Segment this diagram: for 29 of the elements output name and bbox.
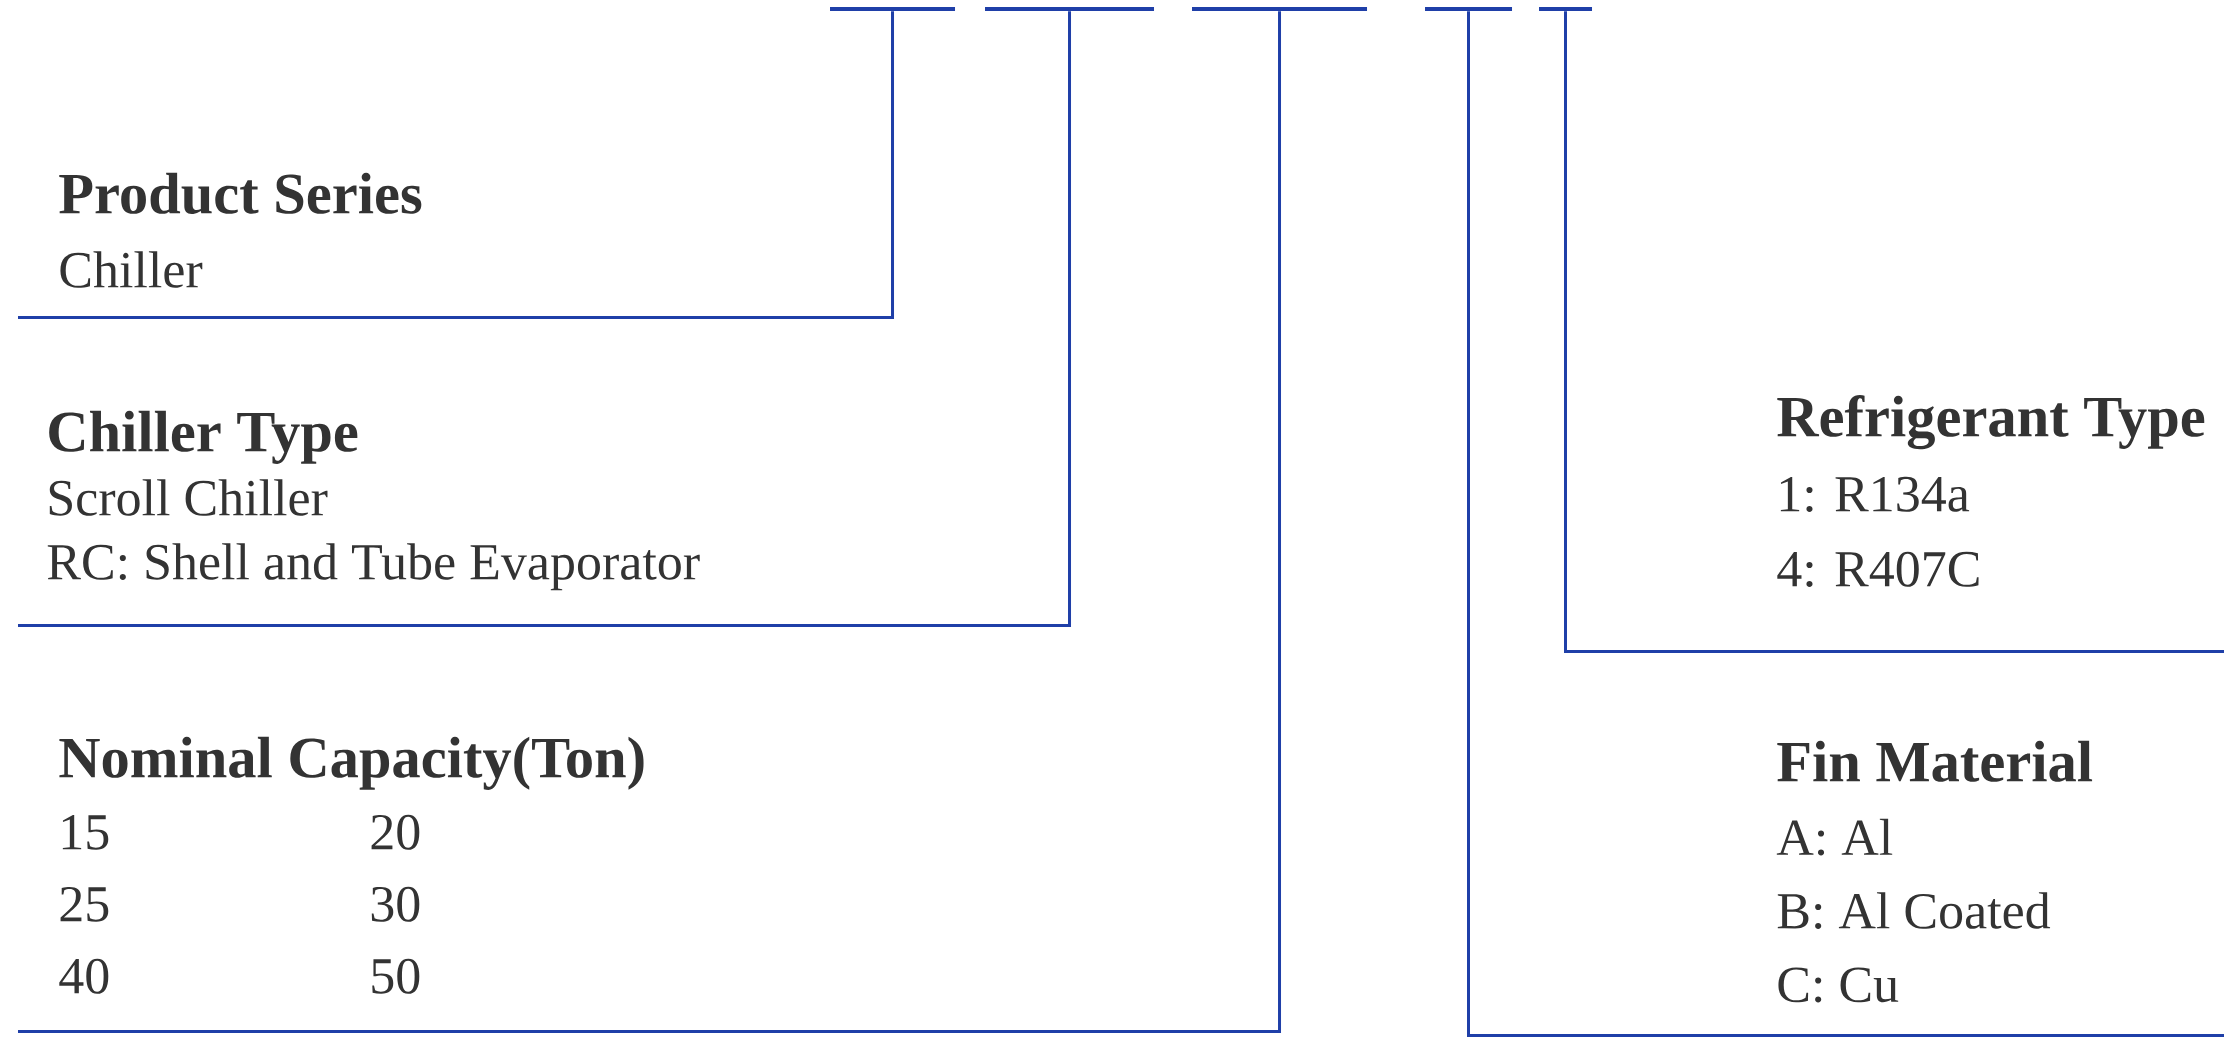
option-text: 15 [62,814,109,850]
section-heading: Chiller Type [49,410,358,464]
leader-line [1564,11,2224,654]
option-text: 40 [59,958,109,994]
code-slot [1192,7,1367,11]
option-text: Scroll Chiller [49,479,328,516]
code-slot [1425,7,1512,11]
option-text: B: Al Coated [1777,892,2051,929]
option-text: Chiller [60,251,203,288]
code-slot [1539,7,1592,11]
leader-line [1467,11,2224,1038]
option-text: 1: R134a [1780,476,1970,512]
section-heading: Fin Material [1777,740,2093,782]
section-heading: Product Series [59,172,422,214]
leader-line [18,11,1071,628]
leader-line [18,11,894,320]
option-text: A: Al [1776,818,1893,856]
option-text: 25 [60,886,109,922]
option-text: 30 [371,886,420,922]
option-text: 20 [371,814,420,850]
section-heading: Refrigerant Type [1777,395,2205,450]
leader-line [18,11,1281,1034]
option-text: RC: Shell and Tube Evaporator [47,543,700,591]
code-slot [985,7,1154,11]
option-text: 50 [372,958,420,994]
option-text: 4: R407C [1777,551,1979,587]
option-text: C: Cu [1778,967,1899,1003]
code-slot [830,7,955,11]
section-heading: Nominal Capacity(Ton) [59,736,644,790]
